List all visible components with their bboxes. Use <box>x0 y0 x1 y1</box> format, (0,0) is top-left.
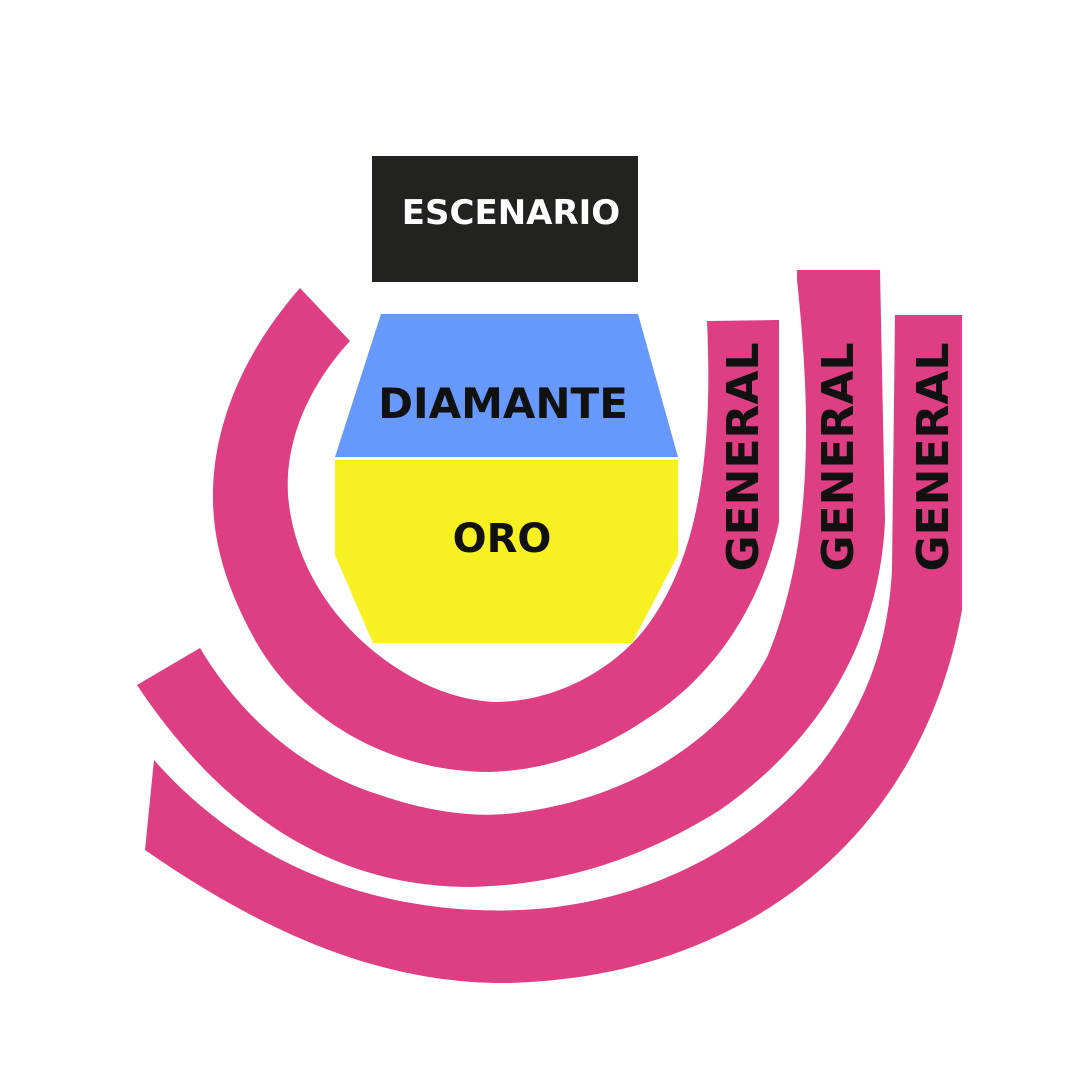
stage-block <box>372 156 638 282</box>
zone-oro-label: ORO <box>453 516 552 562</box>
general-section-1[interactable]: GENERAL <box>212 288 780 772</box>
zone-oro[interactable]: ORO <box>335 460 678 643</box>
general-section-3-label: GENERAL <box>908 342 959 571</box>
stage: ESCENARIO <box>372 156 638 282</box>
general-section-2-label: GENERAL <box>813 342 864 571</box>
general-section-2[interactable]: GENERAL <box>137 270 885 887</box>
zone-oro-shape[interactable] <box>335 460 678 643</box>
general-section-3[interactable]: GENERAL <box>145 315 962 984</box>
zone-diamante-shape[interactable] <box>335 314 678 457</box>
general-section-1-shape[interactable] <box>212 288 780 772</box>
stage-label: ESCENARIO <box>402 193 620 233</box>
zone-diamante-label: DIAMANTE <box>378 379 628 428</box>
general-section-2-shape[interactable] <box>137 270 885 887</box>
zone-diamante[interactable]: DIAMANTE <box>335 314 678 457</box>
general-section-1-label: GENERAL <box>718 342 769 571</box>
